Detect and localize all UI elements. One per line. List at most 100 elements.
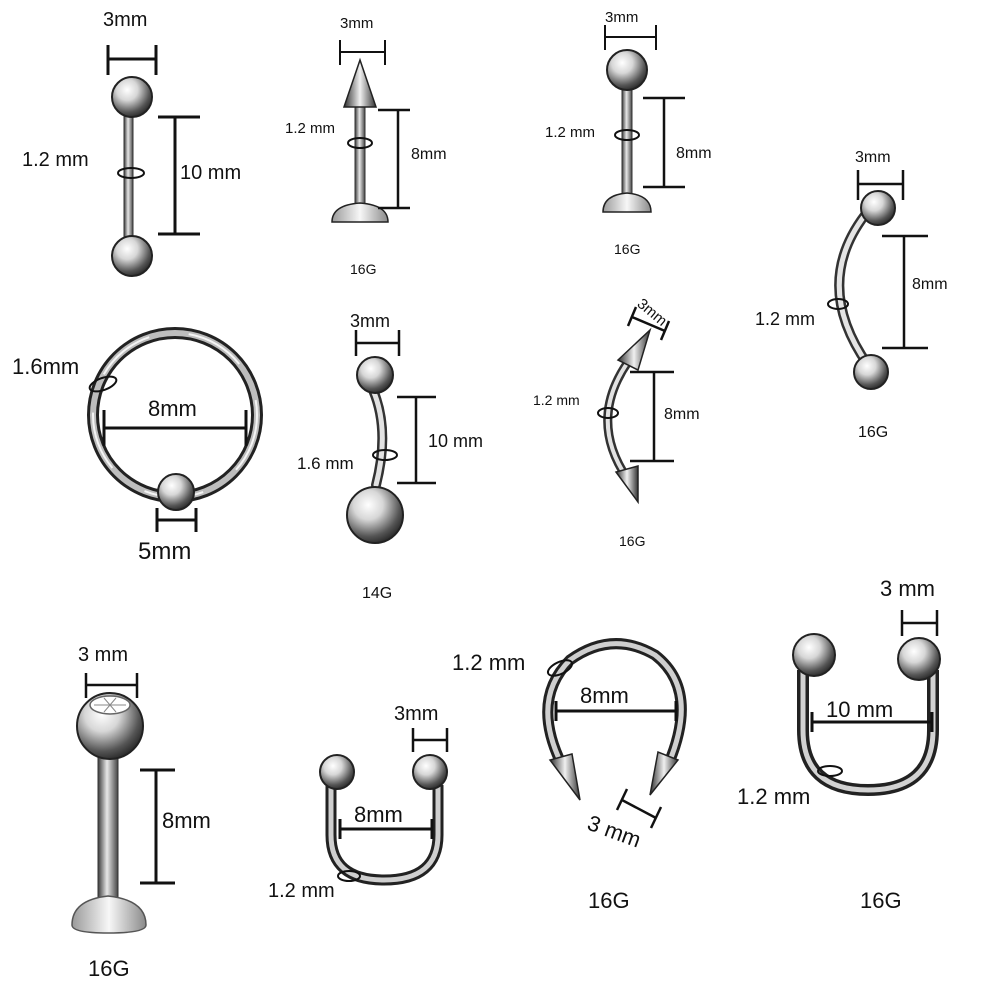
ball-size-label: 3 mm <box>78 644 128 666</box>
spike-top <box>342 57 378 108</box>
thickness-label: 1.2 mm <box>285 120 336 137</box>
ball-dimension-line <box>856 170 905 200</box>
spike-dimension-line <box>626 306 671 341</box>
length-label: 8mm <box>912 276 948 293</box>
labret-disc <box>71 895 147 934</box>
thickness-label: 1.2 mm <box>22 149 89 171</box>
bead-size-label: 5mm <box>138 538 192 565</box>
spike-right <box>649 750 680 796</box>
curved-barbell-item <box>827 170 928 390</box>
diameter-dimension-line <box>338 819 434 839</box>
straight-barbell-item <box>106 45 200 277</box>
spike-left <box>548 753 581 801</box>
horseshoe-left-ball <box>792 633 836 677</box>
thickness-marker <box>117 167 145 179</box>
length-dimension-line <box>158 115 200 236</box>
spike-dimension-line <box>339 40 386 65</box>
diameter-label: 8mm <box>580 683 629 708</box>
captive-bead <box>157 473 195 511</box>
belly-ring-item <box>346 330 436 544</box>
ball-size-label: 3mm <box>350 311 390 331</box>
barbell-bottom-ball <box>111 235 153 277</box>
thickness-label: 1.2 mm <box>452 650 526 675</box>
gem-facets <box>94 697 126 713</box>
curved-bar <box>836 212 871 368</box>
horseshoe-spike-band <box>545 641 684 767</box>
curved-top-ball <box>860 190 896 226</box>
gauge-label: 16G <box>860 888 902 913</box>
curved-spike-bar <box>605 360 630 480</box>
horseshoe-spike-item <box>542 638 687 829</box>
diameter-dimension-line <box>102 410 248 446</box>
ball-dimension-line <box>411 728 449 752</box>
thickness-marker <box>347 137 373 149</box>
thickness-label: 1.2 mm <box>545 124 596 141</box>
thickness-marker <box>597 407 619 419</box>
thickness-marker <box>337 870 361 882</box>
thickness-label: 1.6 mm <box>297 454 354 473</box>
gauge-label: 16G <box>88 956 130 981</box>
ball-labret-item <box>602 25 685 213</box>
ball-dimension-line <box>354 330 401 356</box>
labret-ball <box>606 49 648 91</box>
labret-bar <box>354 102 366 211</box>
length-label: 8mm <box>664 406 700 423</box>
horseshoe-right-ball <box>412 754 448 790</box>
diameter-dimension-line <box>554 701 678 721</box>
diameter-dimension-line <box>810 712 934 732</box>
diameter-label: 8mm <box>148 396 197 421</box>
belly-top-ball <box>356 356 394 394</box>
length-label: 8mm <box>411 146 447 163</box>
thickness-marker <box>88 375 118 393</box>
gauge-label: 16G <box>350 261 377 277</box>
spike-bottom <box>614 465 639 505</box>
length-dimension-line <box>397 395 436 485</box>
ball-dimension-line <box>106 45 158 75</box>
gauge-label: 16G <box>858 424 889 441</box>
labret-bar <box>621 84 633 201</box>
horseshoe-outline <box>797 670 939 797</box>
belly-bottom-ball <box>346 486 404 544</box>
belly-bar <box>370 387 385 488</box>
spike-dimension-line <box>615 788 663 829</box>
length-dimension-line <box>630 370 674 463</box>
spike-top <box>616 327 652 372</box>
length-dimension-line <box>140 768 175 885</box>
thickness-marker <box>827 298 849 310</box>
thickness-marker <box>817 765 843 777</box>
gauge-label: 14G <box>362 585 393 602</box>
labret-disc <box>602 192 652 213</box>
horseshoe-ball-item <box>319 728 449 886</box>
labret-post <box>97 747 119 907</box>
barbell-top-ball <box>111 76 153 118</box>
spike-size-label: 3mm <box>340 15 374 32</box>
length-dimension-line <box>643 96 685 189</box>
labret-disc <box>331 202 389 223</box>
diameter-label: 8mm <box>354 802 403 827</box>
ball-size-label: 3mm <box>605 9 639 26</box>
thickness-marker <box>546 659 574 677</box>
horseshoe-band <box>328 785 441 883</box>
thickness-marker <box>372 449 398 461</box>
thickness-label: 1.6mm <box>12 354 80 379</box>
length-label: 10 mm <box>428 431 484 451</box>
diameter-label: 10 mm <box>826 697 894 722</box>
curved-bottom-ball <box>853 354 889 390</box>
bead-dimension-line <box>155 508 198 532</box>
horseshoe-left-ball <box>319 754 355 790</box>
length-dimension-line <box>882 234 928 350</box>
thickness-label: 1.2 mm <box>268 880 335 902</box>
length-label: 8mm <box>676 145 712 162</box>
horseshoe-outline <box>325 785 444 886</box>
barbell-bar <box>123 99 134 246</box>
length-label: 8mm <box>162 808 211 833</box>
length-label: 10 mm <box>180 162 242 184</box>
gauge-label: 16G <box>619 533 646 549</box>
thickness-label: 1.2 mm <box>533 392 580 408</box>
horseshoe-ball-large-item <box>792 610 941 797</box>
thickness-marker <box>614 129 640 141</box>
gauge-label: 16G <box>614 241 641 257</box>
ball-size-label: 3mm <box>103 9 148 31</box>
